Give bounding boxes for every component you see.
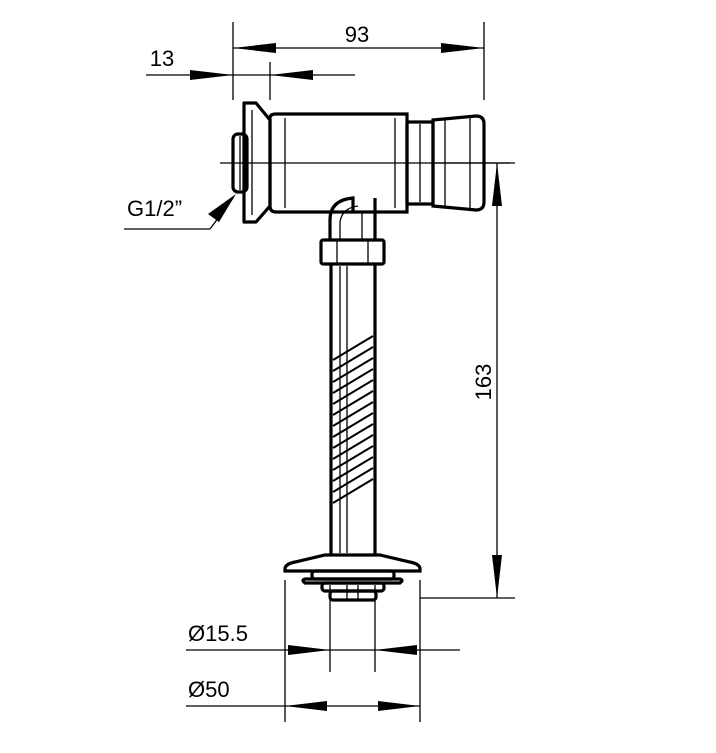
dimension-flange-offset: 13 [146,46,355,100]
wall-connector [231,132,249,194]
dimension-thread: G1/2” [124,194,236,230]
dimension-pipe-diameter: Ø15.5 [186,585,460,672]
label-height: 163 [471,364,496,401]
label-flange-offset: 13 [150,46,174,71]
dimension-height: 163 [420,162,515,599]
rosette [283,553,422,602]
elbow [328,196,377,240]
label-pipe-diameter: Ø15.5 [188,621,248,646]
union-nut [319,238,386,266]
dimension-rosette-diameter: Ø50 [186,580,421,722]
dimension-overall-width: 93 [232,22,485,100]
label-thread: G1/2” [127,196,182,221]
pipe-thread-hatch [332,335,374,504]
label-overall-width: 93 [345,22,369,47]
push-button [405,114,486,212]
label-rosette-diameter: Ø50 [188,677,230,702]
flush-pipe [329,264,377,555]
valve-body [268,112,409,214]
